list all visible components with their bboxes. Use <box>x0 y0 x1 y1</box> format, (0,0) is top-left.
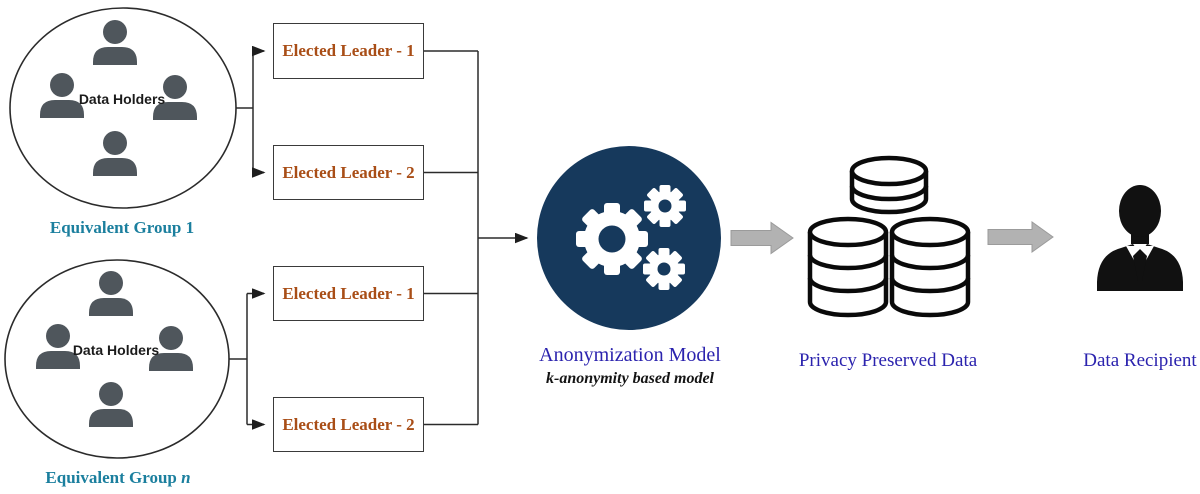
elected-leader-box-1a: Elected Leader - 1 <box>273 23 424 79</box>
group-n-center-label: Data Holders <box>72 342 160 358</box>
database-icon <box>807 155 971 318</box>
elected-leader-box-2b: Elected Leader - 2 <box>273 397 424 452</box>
elected-leader-box-1b: Elected Leader - 1 <box>273 266 424 321</box>
businessman-icon <box>1097 185 1183 291</box>
group-n-label-prefix: Equivalent Group <box>45 468 177 487</box>
connector-lines <box>229 45 529 430</box>
block-arrow-icon <box>730 221 794 255</box>
group-1-center-label: Data Holders <box>78 91 166 107</box>
group-1-label-prefix: Equivalent Group <box>49 218 182 237</box>
privacy-preserved-data-label: Privacy Preserved Data <box>798 350 978 371</box>
group-n-label-suffix: n <box>181 468 191 487</box>
gears-icon <box>576 185 686 290</box>
block-arrow-icon <box>987 221 1054 253</box>
group-n-label: Equivalent Group n <box>45 468 190 488</box>
elected-leader-box-2a: Elected Leader - 2 <box>273 145 424 200</box>
group-1-label-suffix: 1 <box>185 218 195 237</box>
data-recipient-label: Data Recipient <box>1083 350 1197 371</box>
group-1-label: Equivalent Group 1 <box>50 218 194 238</box>
anonymization-model-subtitle: k-anonymity based model <box>546 370 714 387</box>
anonymization-model-title: Anonymization Model <box>539 344 721 366</box>
